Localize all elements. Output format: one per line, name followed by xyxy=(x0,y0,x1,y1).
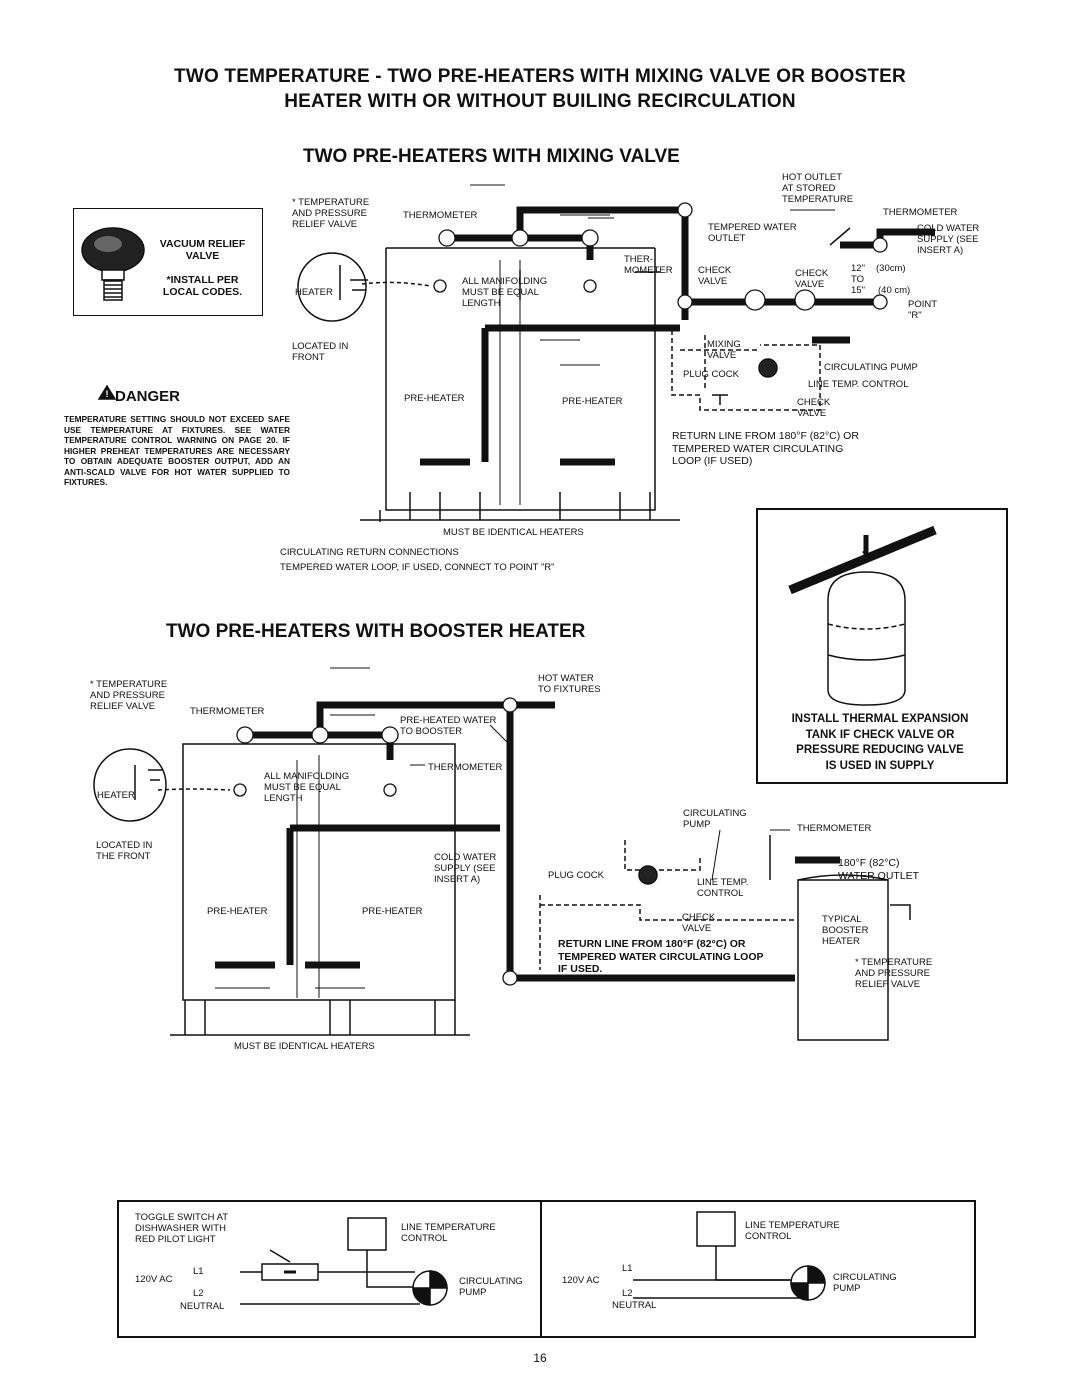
install-per-codes-note: *INSTALL PER LOCAL CODES. xyxy=(162,274,243,298)
danger-text: TEMPERATURE SETTING SHOULD NOT EXCEED SA… xyxy=(64,414,290,487)
wiring-diagram-left xyxy=(240,1217,448,1306)
d2-preheater2-label: PRE-HEATER xyxy=(362,906,423,917)
wiring-diagram-box xyxy=(117,1200,976,1338)
insert-a-box xyxy=(756,508,1008,784)
d1-plug-cock-label: PLUG COCK xyxy=(683,369,739,380)
d2-temp-relief-label: * TEMPERATURE AND PRESSURE RELIEF VALVE xyxy=(90,679,168,712)
d1-thermometer2-label: THERMOMETER xyxy=(883,207,958,218)
d1-check-valve1-label: CHECK VALVE xyxy=(698,265,732,287)
vacuum-relief-label: VACUUM RELIEF VALVE xyxy=(159,238,246,262)
w-left-toggle-label: TOGGLE SWITCH AT DISHWASHER WITH RED PIL… xyxy=(135,1212,229,1245)
d1-hot-outlet-label: HOT OUTLET AT STORED TEMPERATURE xyxy=(782,172,854,205)
svg-text:!: ! xyxy=(106,389,109,399)
d1-preheater2-label: PRE-HEATER xyxy=(562,396,623,407)
diagram2-preheaters xyxy=(93,667,911,1041)
warning-triangle-icon xyxy=(97,384,117,400)
d1-point-r-label: POINT "R" xyxy=(908,299,938,321)
w-right-l2-label: L2 xyxy=(622,1288,633,1299)
page-title-line2: HEATER WITH OR WITHOUT BUILING RECIRCULA… xyxy=(284,91,796,112)
d2-temp-relief2-label: * TEMPERATURE AND PRESSURE RELIEF VALVE xyxy=(855,957,933,990)
d1-30cm-label: (30cm) xyxy=(876,263,906,274)
d2-all-manifolding-label: ALL MANIFOLDING MUST BE EQUAL LENGTH xyxy=(264,771,350,804)
d2-check-valve-label: CHECK VALVE xyxy=(682,912,716,934)
d2-circulating-pump-label: CIRCULATING PUMP xyxy=(683,808,747,830)
d1-tempered-loop-label: TEMPERED WATER LOOP, IF USED, CONNECT TO… xyxy=(280,562,555,573)
d1-return-line-label: RETURN LINE FROM 180°F (82°C) OR TEMPERE… xyxy=(672,430,859,467)
diagram1-preheaters xyxy=(297,184,935,522)
page-title-line1: TWO TEMPERATURE - TWO PRE-HEATERS WITH M… xyxy=(174,66,906,87)
d1-all-manifolding-label: ALL MANIFOLDING MUST BE EQUAL LENGTH xyxy=(462,276,548,309)
d1-circ-return-label: CIRCULATING RETURN CONNECTIONS xyxy=(280,547,459,558)
d1-thermometer-label: THERMOMETER xyxy=(403,210,478,221)
d1-tempered-outlet-label: TEMPERED WATER OUTLET xyxy=(708,222,797,244)
d2-typical-booster-label: TYPICAL BOOSTER HEATER xyxy=(822,914,869,947)
d1-located-front-label: LOCATED IN FRONT xyxy=(292,341,349,363)
danger-heading: DANGER xyxy=(115,388,181,405)
w-left-line-temp-label: LINE TEMPERATURE CONTROL xyxy=(401,1222,496,1244)
d1-temp-relief-label: * TEMPERATURE AND PRESSURE RELIEF VALVE xyxy=(292,197,370,230)
vacuum-relief-valve-icon xyxy=(81,227,145,301)
d2-preheated-label: PRE-HEATED WATER TO BOOSTER xyxy=(400,715,497,737)
d1-cold-supply-label: COLD WATER SUPPLY (SEE INSERT A) xyxy=(917,223,980,256)
d2-located-front-label: LOCATED IN THE FRONT xyxy=(96,840,153,862)
d2-heater-label: HEATER xyxy=(97,790,135,801)
d1-check-valve2-label: CHECK VALVE xyxy=(795,268,829,290)
d1-distance-label: 12" TO 15" xyxy=(851,263,865,296)
d1-line-temp-control-label: LINE TEMP. CONTROL xyxy=(808,379,909,390)
d2-line-temp-label: LINE TEMP. CONTROL xyxy=(697,877,749,899)
w-right-pump-label: CIRCULATING PUMP xyxy=(833,1272,897,1294)
wiring-diagram-right xyxy=(633,1211,826,1301)
w-right-l1-label: L1 xyxy=(622,1263,633,1274)
w-right-120v-label: 120V AC xyxy=(562,1275,600,1286)
w-right-line-temp-label: LINE TEMPERATURE CONTROL xyxy=(745,1220,840,1242)
d2-thermometer2-label: THERMOMETER xyxy=(428,762,503,773)
w-left-l2-label: L2 xyxy=(193,1288,204,1299)
d1-mixing-valve-label: MIXING VALVE xyxy=(707,339,741,361)
d2-preheater1-label: PRE-HEATER xyxy=(207,906,268,917)
page-number: 16 xyxy=(533,1351,547,1365)
d2-return-line-label: RETURN LINE FROM 180°F (82°C) OR TEMPERE… xyxy=(558,938,764,975)
d2-thermometer-label: THERMOMETER xyxy=(190,706,265,717)
d2-water-outlet-label: 180°F (82°C) WATER OUTLET xyxy=(838,857,920,882)
w-left-pump-label: CIRCULATING PUMP xyxy=(459,1276,523,1298)
w-left-neutral-label: NEUTRAL xyxy=(180,1301,225,1312)
expansion-tank-icon xyxy=(788,525,937,706)
d1-circulating-pump-label: CIRCULATING PUMP xyxy=(824,362,918,373)
d1-40cm-label: (40 cm) xyxy=(878,285,911,296)
d2-cold-supply-label: COLD WATER SUPPLY (SEE INSERT A) xyxy=(434,852,497,885)
insert-a-text: INSTALL THERMAL EXPANSION TANK IF CHECK … xyxy=(791,713,969,772)
diagram1-title: TWO PRE-HEATERS WITH MIXING VALVE xyxy=(303,146,680,167)
w-left-120v-label: 120V AC xyxy=(135,1274,173,1285)
d1-heater-label: HEATER xyxy=(295,287,333,298)
d2-thermometer3-label: THERMOMETER xyxy=(797,823,872,834)
d1-preheater1-label: PRE-HEATER xyxy=(404,393,465,404)
w-right-neutral-label: NEUTRAL xyxy=(612,1300,657,1311)
d2-hot-water-label: HOT WATER TO FIXTURES xyxy=(538,673,601,695)
d1-identical-heaters-label: MUST BE IDENTICAL HEATERS xyxy=(443,527,584,538)
d2-identical-heaters-label: MUST BE IDENTICAL HEATERS xyxy=(234,1041,375,1052)
vacuum-relief-box xyxy=(73,208,263,316)
diagram2-title: TWO PRE-HEATERS WITH BOOSTER HEATER xyxy=(166,621,586,642)
w-left-l1-label: L1 xyxy=(193,1266,204,1277)
d2-plug-cock-label: PLUG COCK xyxy=(548,870,604,881)
d1-thermometer3-label: THER- MOMETER xyxy=(624,254,673,276)
d1-check-valve3-label: CHECK VALVE xyxy=(797,397,831,419)
wiring-divider xyxy=(540,1200,542,1336)
